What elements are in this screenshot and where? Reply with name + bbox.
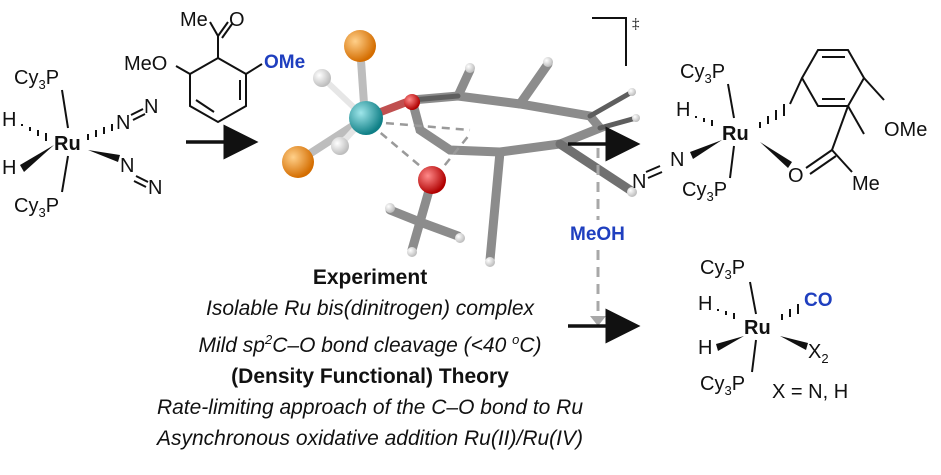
svg-text:O: O [788, 165, 804, 187]
svg-text:Cy3P: Cy3P [700, 373, 745, 398]
svg-text:N: N [632, 171, 646, 193]
svg-text:N: N [148, 177, 162, 199]
experiment-heading: Experiment [312, 266, 428, 289]
summary-captions: Experiment Isolable Ru bis(dinitrogen) c… [150, 262, 590, 454]
svg-text:X2: X2 [808, 341, 829, 366]
theory-line-1: Rate-limiting approach of the C–O bond t… [156, 396, 584, 419]
theory-heading: (Density Functional) Theory [231, 365, 509, 388]
product-bottom: Cy3P Cy3P Ru H H CO X2 X = N, H [698, 257, 848, 403]
svg-text:O: O [229, 9, 245, 31]
product-top: Cy3P Cy3P Ru H N N O OMe [632, 49, 927, 204]
svg-text:H: H [2, 157, 16, 179]
svg-text:OMe: OMe [884, 119, 927, 141]
svg-text:Cy3P: Cy3P [14, 67, 59, 92]
svg-text:N: N [144, 96, 158, 118]
svg-text:‡: ‡ [632, 16, 640, 32]
starting-complex: Cy3P Cy3P Ru H H N N N N [2, 67, 162, 220]
svg-text:Cy3P: Cy3P [680, 61, 725, 86]
svg-text:Me: Me [852, 173, 880, 195]
svg-text:H: H [676, 99, 690, 121]
svg-text:Ru: Ru [54, 133, 81, 155]
svg-text:Me: Me [180, 9, 208, 31]
transition-state-model: ‡ [282, 16, 640, 267]
svg-text:Ru: Ru [744, 317, 771, 339]
svg-text:H: H [2, 109, 16, 131]
methanol-branch-head [590, 316, 606, 326]
svg-text:Ru: Ru [722, 123, 749, 145]
svg-text:Cy3P: Cy3P [14, 195, 59, 220]
svg-text:N: N [116, 112, 130, 134]
svg-text:H: H [698, 293, 712, 315]
experiment-line-1: Isolable Ru bis(dinitrogen) complex [206, 297, 534, 320]
svg-text:Cy3P: Cy3P [682, 179, 727, 204]
substrate-molecule: Me O MeO OMe [124, 9, 305, 124]
svg-text:N: N [670, 149, 684, 171]
methanol-label: MeOH [570, 224, 625, 245]
experiment-line-2: Mild sp2C–O bond cleavage (<40 oC) [198, 332, 542, 357]
svg-text:H: H [698, 337, 712, 359]
theory-line-2: Asynchronous oxidative addition Ru(II)/R… [156, 427, 584, 450]
svg-text:N: N [120, 155, 134, 177]
svg-text:Cy3P: Cy3P [700, 257, 745, 282]
svg-text:OMe: OMe [264, 52, 305, 73]
svg-text:X = N, H: X = N, H [772, 381, 848, 403]
svg-text:MeO: MeO [124, 53, 167, 75]
svg-text:CO: CO [804, 290, 833, 311]
